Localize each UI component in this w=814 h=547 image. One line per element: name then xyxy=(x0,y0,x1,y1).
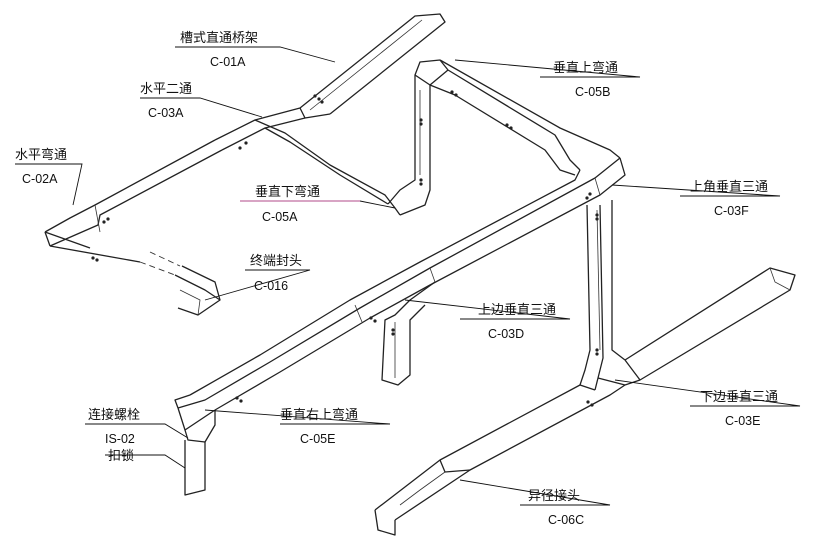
label-top-edge-vertical-tee-name: 上边垂直三通 xyxy=(478,303,556,318)
label-bottom-edge-vertical-tee-code: C-03E xyxy=(725,414,760,428)
diagram-labels: 槽式直通桥架 C-01A 水平二通 C-03A 水平弯通 C-02A 垂直下弯通… xyxy=(15,31,778,527)
label-connecting-bolt-code: IS-02 xyxy=(105,432,135,446)
top-corner-vertical-tee xyxy=(579,200,626,391)
label-top-corner-vertical-tee-code: C-03F xyxy=(714,204,749,218)
label-connecting-bolt-name: 连接螺栓 xyxy=(88,407,140,423)
label-vertical-up-bend-name: 垂直上弯通 xyxy=(553,60,618,76)
label-straight-tray-name: 槽式直通桥架 xyxy=(180,31,258,46)
lower-tray xyxy=(374,267,796,536)
label-horizontal-bend-code: C-02A xyxy=(22,172,58,186)
main-tray xyxy=(174,157,626,496)
upper-loop-tray xyxy=(44,13,446,316)
label-end-cap-code: C-016 xyxy=(254,279,288,293)
label-vertical-right-up-bend-name: 垂直右上弯通 xyxy=(280,407,358,423)
label-top-corner-vertical-tee-name: 上角垂直三通 xyxy=(690,180,768,195)
label-horizontal-bend-name: 水平弯通 xyxy=(15,147,67,163)
label-horizontal-tee-name: 水平二通 xyxy=(140,82,192,97)
label-horizontal-tee-code: C-03A xyxy=(148,106,184,120)
vertical-bends xyxy=(387,59,621,216)
label-reducer-name: 异径接头 xyxy=(528,488,580,504)
label-bottom-edge-vertical-tee-name: 下边垂直三通 xyxy=(700,390,778,405)
label-straight-tray-code: C-01A xyxy=(210,55,246,69)
label-top-edge-vertical-tee-code: C-03D xyxy=(488,327,524,341)
label-vertical-down-bend-name: 垂直下弯通 xyxy=(255,184,320,200)
label-lock-name: 扣锁 xyxy=(108,448,134,464)
label-end-cap-name: 终端封头 xyxy=(250,253,302,269)
label-vertical-up-bend-code: C-05B xyxy=(575,85,610,99)
top-edge-vertical-tee xyxy=(381,281,436,386)
leader-lines xyxy=(15,46,801,506)
label-vertical-right-up-bend-code: C-05E xyxy=(300,432,335,446)
label-reducer-code: C-06C xyxy=(548,513,584,527)
label-vertical-down-bend-code: C-05A xyxy=(262,210,298,224)
